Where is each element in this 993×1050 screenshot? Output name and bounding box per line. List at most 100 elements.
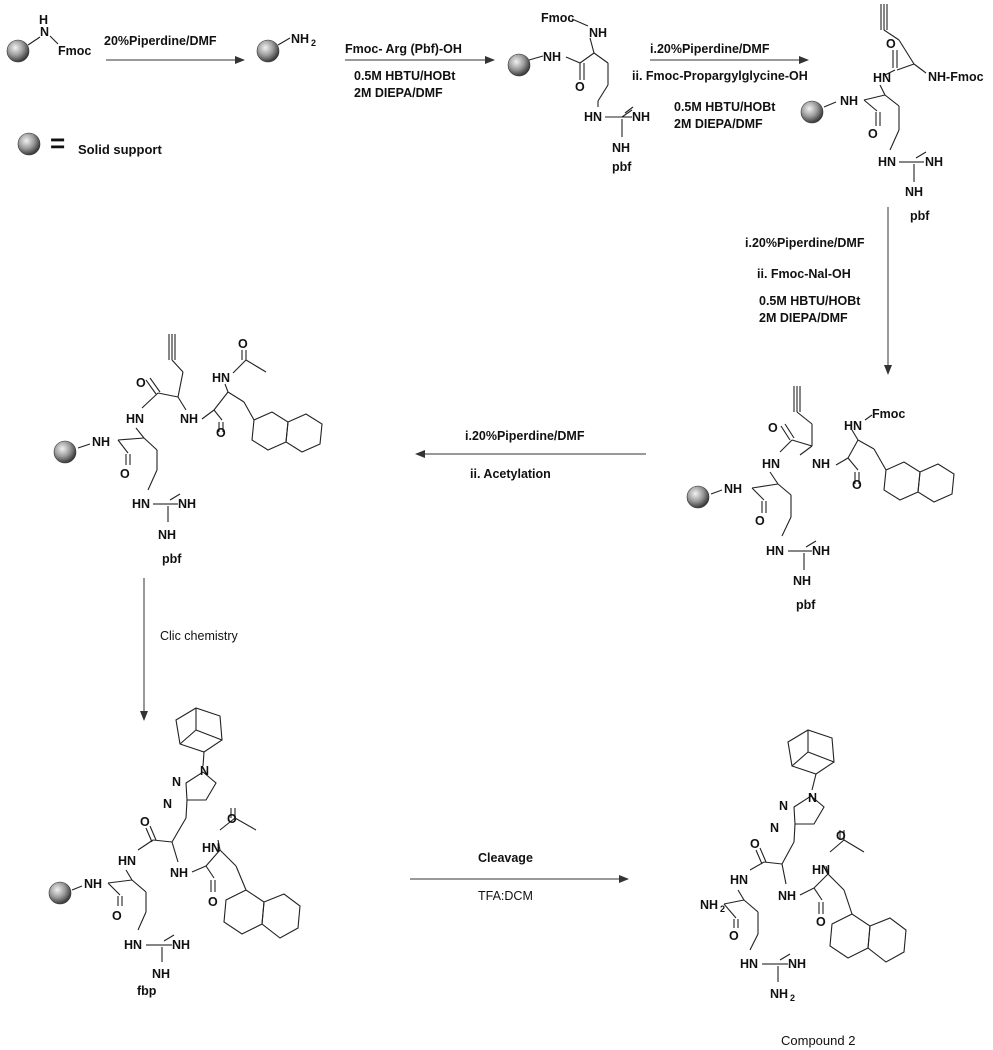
atom-o: O: [755, 514, 765, 528]
atom-nh: NH: [180, 412, 198, 426]
atom-n: N: [808, 791, 817, 805]
atom-o: O: [227, 812, 237, 826]
atom-n: N: [172, 775, 181, 789]
atom-h: H: [39, 13, 48, 27]
atom-hn: HN: [812, 863, 830, 877]
step-2-base: 2M DIEPA/DMF: [354, 86, 443, 100]
atom-n: N: [40, 25, 49, 39]
atom-o: O: [575, 80, 585, 94]
ac-nal-pra-arg-resin: O HN NH NH O HN NH NH pbf O HN: [53, 334, 323, 566]
resin-nh2: NH 2: [256, 32, 316, 63]
step-3-reagent: ii. Fmoc-Propargylglycine-OH: [632, 69, 808, 83]
atom-nh: NH: [152, 967, 170, 981]
atom-nh: NH: [589, 26, 607, 40]
solid-support-bead: [53, 440, 77, 464]
atom-o: O: [238, 337, 248, 351]
atom-o: O: [140, 815, 150, 829]
atom-hn: HN: [873, 71, 891, 85]
step-3-deprotect: i.20%Piperdine/DMF: [650, 42, 770, 56]
step-7-arrow: Cleavage TFA:DCM: [410, 851, 629, 903]
atom-nh: NH: [170, 866, 188, 880]
step-5-acetylation: ii. Acetylation: [470, 467, 551, 481]
atom-hn: HN: [844, 419, 862, 433]
atom-hn: HN: [762, 457, 780, 471]
atom-pbf: pbf: [162, 552, 182, 566]
atom-o: O: [750, 837, 760, 851]
solid-support-bead: [256, 39, 280, 63]
step-6-label: Clic chemistry: [160, 629, 239, 643]
atom-fbp: fbp: [137, 984, 157, 998]
step-3-arrow: i.20%Piperdine/DMF ii. Fmoc-Propargylgly…: [632, 42, 809, 131]
atom-o: O: [836, 829, 846, 843]
atom-n: N: [200, 764, 209, 778]
atom-nh: NH: [812, 457, 830, 471]
step-2-reagent: Fmoc- Arg (Pbf)-OH: [345, 42, 462, 56]
step-4-arrow: i.20%Piperdine/DMF ii. Fmoc-Nal-OH 0.5M …: [745, 207, 892, 375]
solid-support-bead: [17, 132, 41, 156]
fmoc-arg-pbf-resin: NH O NH Fmoc HN NH NH pbf: [507, 11, 650, 174]
solid-support-bead: [507, 53, 531, 77]
atom-nh: NH: [543, 50, 561, 64]
resin-nh-fmoc: N H Fmoc: [6, 13, 91, 63]
atom-hn: HN: [766, 544, 784, 558]
solid-support-bead: [48, 881, 72, 905]
atom-o: O: [886, 37, 896, 51]
step-1-arrow: 20%Piperdine/DMF: [104, 34, 245, 64]
step-2-coupling: 0.5M HBTU/HOBt: [354, 69, 456, 83]
atom-hn: HN: [118, 854, 136, 868]
atom-hn: HN: [126, 412, 144, 426]
atom-nh2: NH: [700, 898, 718, 912]
step-7-cleavage: Cleavage: [478, 851, 533, 865]
fmoc-pra-arg-resin: NH-Fmoc O HN NH O HN NH NH pbf: [800, 4, 984, 223]
atom-subscript-2: 2: [790, 993, 795, 1003]
atom-pbf: pbf: [796, 598, 816, 612]
fmoc-nal-pra-arg-resin: O HN NH NH O HN NH NH pbf O HN Fmoc: [686, 386, 955, 612]
solid-support-bead: [800, 100, 824, 124]
step-4-coupling: 0.5M HBTU/HOBt: [759, 294, 861, 308]
atom-nh: NH: [612, 141, 630, 155]
atom-hn: HN: [202, 841, 220, 855]
atom-nh: NH: [840, 94, 858, 108]
atom-nh: NH: [905, 185, 923, 199]
atom-o: O: [216, 426, 226, 440]
step-1-reagent: 20%Piperdine/DMF: [104, 34, 217, 48]
atom-n: N: [163, 797, 172, 811]
atom-hn: HN: [124, 938, 142, 952]
step-6-arrow: Clic chemistry: [140, 578, 239, 721]
step-3-base: 2M DIEPA/DMF: [674, 117, 763, 131]
atom-nh: NH: [632, 110, 650, 124]
atom-nh: NH: [724, 482, 742, 496]
atom-n: N: [779, 799, 788, 813]
atom-subscript-2: 2: [720, 904, 725, 914]
atom-o: O: [729, 929, 739, 943]
atom-nh: NH: [172, 938, 190, 952]
legend: = Solid support: [17, 128, 162, 158]
atom-o: O: [852, 478, 862, 492]
step-2-arrow: Fmoc- Arg (Pbf)-OH 0.5M HBTU/HOBt 2M DIE…: [345, 42, 495, 100]
atom-o: O: [136, 376, 146, 390]
atom-o: O: [120, 467, 130, 481]
triazole-adamantane-resin: N N N O HN NH NH O HN NH NH fbp: [48, 707, 301, 998]
atom-fmoc: Fmoc: [872, 407, 905, 421]
atom-hn: HN: [132, 497, 150, 511]
atom-nh: NH: [788, 957, 806, 971]
atom-nh2: NH: [291, 32, 309, 46]
atom-nh: NH: [793, 574, 811, 588]
atom-nh: NH: [178, 497, 196, 511]
atom-pbf: pbf: [910, 209, 930, 223]
step-3-coupling: 0.5M HBTU/HOBt: [674, 100, 776, 114]
atom-nh: NH: [92, 435, 110, 449]
step-4-deprotect: i.20%Piperdine/DMF: [745, 236, 865, 250]
atom-o: O: [868, 127, 878, 141]
step-7-reagent: TFA:DCM: [478, 889, 533, 903]
atom-fmoc: Fmoc: [541, 11, 574, 25]
atom-nh: NH: [84, 877, 102, 891]
atom-hn: HN: [584, 110, 602, 124]
legend-equals: =: [50, 128, 65, 158]
atom-hn: HN: [740, 957, 758, 971]
legend-label: Solid support: [78, 142, 162, 157]
atom-pbf: pbf: [612, 160, 632, 174]
atom-hn: HN: [878, 155, 896, 169]
atom-o: O: [208, 895, 218, 909]
